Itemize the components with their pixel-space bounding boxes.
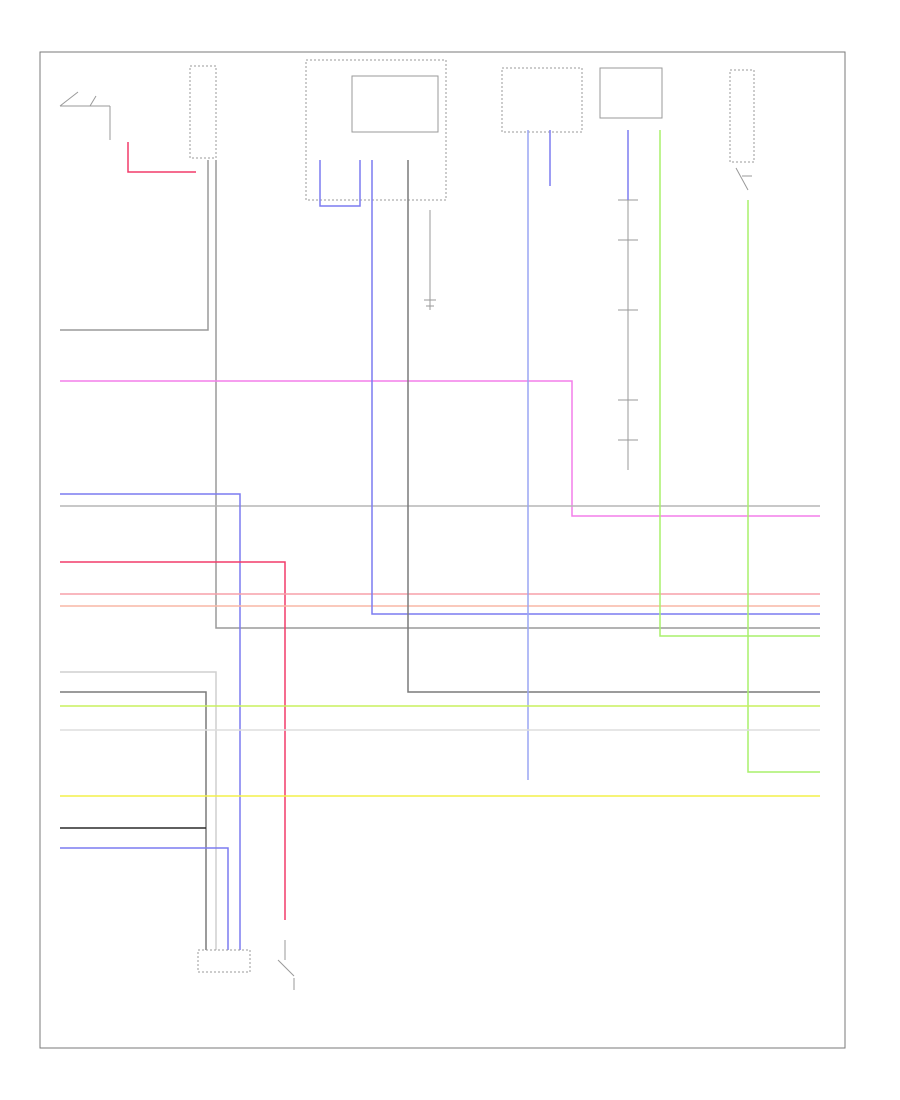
wire-blue-left (60, 493, 241, 950)
wire-light-gray-mid (60, 671, 217, 950)
wire-red-main (60, 561, 286, 920)
component-connector-block-3 (501, 67, 583, 133)
wire-blue-center (371, 160, 820, 615)
diagram-frame (39, 51, 846, 1049)
wire-gray-2 (215, 160, 820, 629)
component-diode-right (735, 167, 752, 191)
components-top (59, 59, 755, 470)
component-switch-bottom (277, 940, 295, 990)
wire-gray-1 (60, 160, 209, 331)
wire-pink (60, 380, 820, 517)
wire-blue-low (60, 847, 229, 950)
wire-red-top (127, 142, 196, 173)
wire-green-right (747, 200, 820, 773)
component-connector-block-1 (189, 65, 217, 159)
component-switch-left (59, 91, 111, 140)
component-relay-box-right (599, 67, 663, 119)
wire-green (659, 130, 820, 637)
components-bottom (197, 940, 295, 990)
wire-gray-center (407, 160, 820, 693)
component-connector-block-4 (729, 69, 755, 163)
wire-blue-top-loop (319, 160, 361, 207)
wire-gray-low (60, 691, 207, 950)
component-connector-bottom-left (197, 949, 251, 973)
component-vertical-stack-center (424, 210, 436, 310)
wires (60, 130, 820, 950)
component-connector-block-2 (305, 59, 447, 201)
component-vertical-stack-right (618, 199, 638, 470)
component-relay-box (351, 75, 439, 133)
